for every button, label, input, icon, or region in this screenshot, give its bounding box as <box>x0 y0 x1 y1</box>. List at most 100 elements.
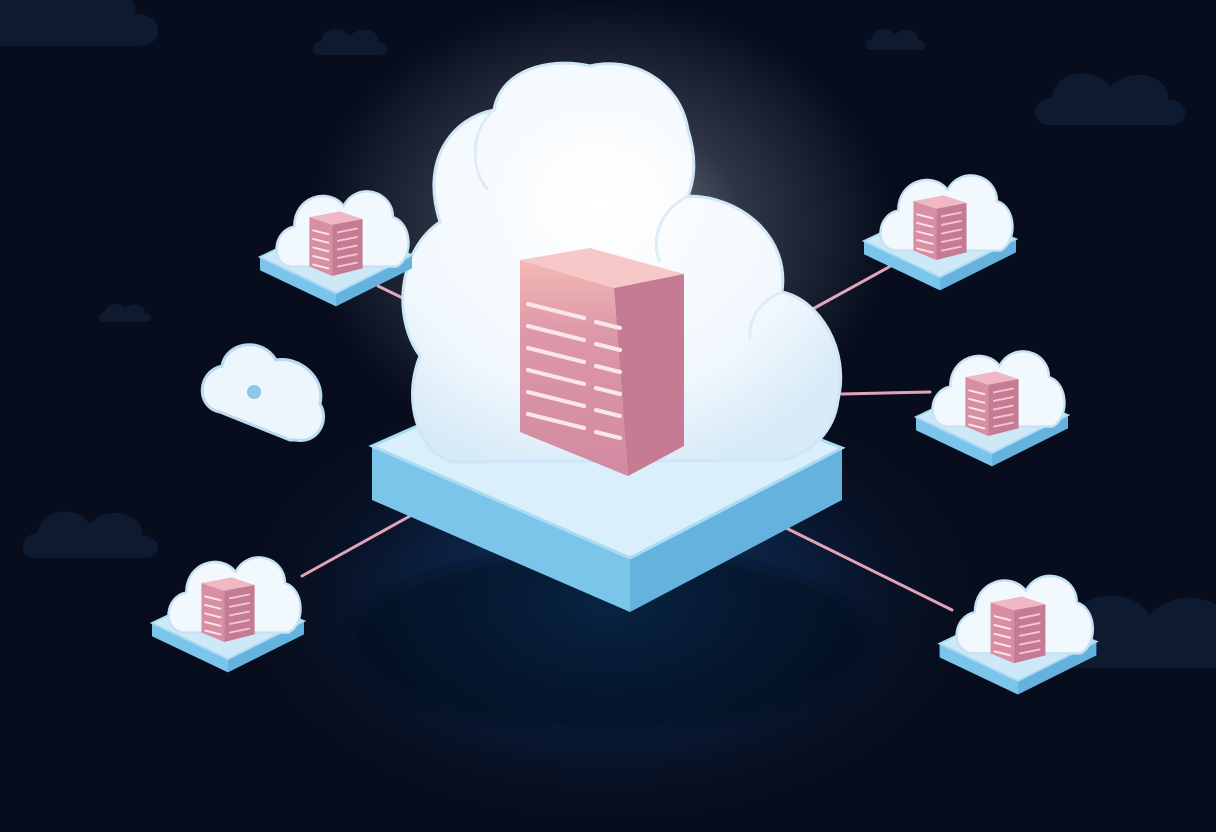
satellite-cloud-server-icon <box>937 574 1099 695</box>
satellite-server-line <box>968 423 986 430</box>
central-server-line <box>526 346 586 364</box>
satellite-server-line <box>916 247 934 254</box>
central-cloud-inner-curve <box>748 290 783 341</box>
satellite-cloud-server-icon <box>149 556 307 673</box>
satellite-server-line <box>992 404 1014 411</box>
satellite-server-line <box>916 222 934 228</box>
central-server-line <box>594 364 622 374</box>
faint-background-cloud-icon <box>312 29 388 55</box>
satellite-platform-side <box>940 239 1016 291</box>
satellite-server-line <box>336 236 358 242</box>
satellite-server-line <box>1018 648 1041 655</box>
satellite-server-line <box>940 237 962 243</box>
central-server-line <box>526 302 586 320</box>
satellite-server-line <box>204 595 222 602</box>
central-server-line <box>594 386 622 396</box>
central-platform-right-side <box>630 448 842 612</box>
central-server-line <box>526 390 586 408</box>
faint-background-cloud-icon <box>865 29 926 50</box>
satellite-platform-side <box>939 643 1018 695</box>
satellite-server-line <box>312 246 330 253</box>
satellite-server-line <box>1018 613 1041 620</box>
central-server-line <box>526 324 586 342</box>
central-server-lines <box>526 302 622 440</box>
satellite-server-line <box>228 602 250 608</box>
small-cloud-shape <box>200 343 326 442</box>
satellite-server-line <box>312 255 330 261</box>
satellite-server-line <box>992 396 1014 402</box>
central-server-line <box>526 368 586 386</box>
central-platform-shadow <box>350 550 870 730</box>
central-server-line <box>594 320 622 330</box>
satellite-server-line <box>916 230 934 237</box>
satellite-server-line <box>1018 630 1041 637</box>
satellite-server-line <box>312 263 330 270</box>
cloud-dot-icon <box>200 343 326 442</box>
central-server-front <box>520 260 628 476</box>
satellite-server-line <box>940 245 962 252</box>
central-platform-left-side <box>372 446 630 612</box>
satellite-platform-side <box>992 415 1068 467</box>
satellite-server-line <box>993 615 1012 622</box>
satellite-server-line <box>336 244 358 251</box>
satellite-platform-side <box>864 241 940 291</box>
central-cloud-inner-curve <box>473 108 495 192</box>
satellite-platform-side <box>1018 641 1097 695</box>
satellite-server-line <box>968 398 986 404</box>
satellite-server-line <box>1018 639 1041 646</box>
central-server-line <box>594 342 622 352</box>
satellite-server-line <box>992 387 1014 394</box>
satellite-platform-side <box>336 255 412 307</box>
satellite-server-line <box>1018 622 1041 628</box>
satellite-server-line <box>336 261 358 268</box>
satellite-server-top <box>965 371 1019 385</box>
connector-line <box>784 526 954 612</box>
central-server-top <box>520 248 684 288</box>
satellite-platform-side <box>260 257 336 307</box>
satellite-nodes <box>149 174 1099 695</box>
connector-line <box>300 514 412 578</box>
satellite-server-line <box>204 621 222 627</box>
satellite-server-line <box>312 238 330 244</box>
satellite-server-line <box>228 610 250 617</box>
satellite-server-line <box>940 228 962 235</box>
satellite-server-line <box>993 641 1012 648</box>
satellite-server-line <box>228 619 250 625</box>
central-cloud-inner-curve <box>654 194 689 263</box>
satellite-server-line <box>204 629 222 636</box>
satellite-server-line <box>940 211 962 218</box>
central-server-line <box>594 430 622 440</box>
satellite-server-line <box>204 604 222 610</box>
satellite-platform-side <box>916 417 992 467</box>
satellite-server-top <box>309 211 363 225</box>
faint-background-cloud-icon <box>98 303 152 322</box>
satellite-server-line <box>993 650 1012 657</box>
satellite-server-line <box>228 627 250 634</box>
satellite-server-line <box>916 213 934 220</box>
cloud-dot <box>247 385 261 399</box>
connector-line <box>840 390 932 396</box>
faint-background-cloud-icon <box>1035 73 1186 125</box>
satellite-server-line <box>993 624 1012 630</box>
satellite-server-top <box>913 195 967 209</box>
satellite-platform-side <box>228 621 304 673</box>
satellite-platform-side <box>152 623 228 673</box>
satellite-cloud-server-icon <box>861 174 1019 291</box>
faint-background-cloud-icon <box>22 511 158 558</box>
satellite-cloud-server-icon <box>257 190 415 307</box>
central-server-side <box>614 274 684 476</box>
satellite-server-line <box>336 253 358 259</box>
central-server-line <box>594 408 622 418</box>
satellite-server-line <box>992 421 1014 428</box>
central-server-line <box>526 412 586 430</box>
satellite-server-line <box>940 220 962 226</box>
satellite-server-line <box>968 389 986 396</box>
satellite-server-line <box>228 593 250 600</box>
satellite-server-line <box>312 229 330 236</box>
faint-background-cloud-icon <box>0 0 159 46</box>
satellite-server-line <box>992 413 1014 419</box>
satellite-server-line <box>993 632 1012 639</box>
satellite-server-top <box>201 577 255 591</box>
